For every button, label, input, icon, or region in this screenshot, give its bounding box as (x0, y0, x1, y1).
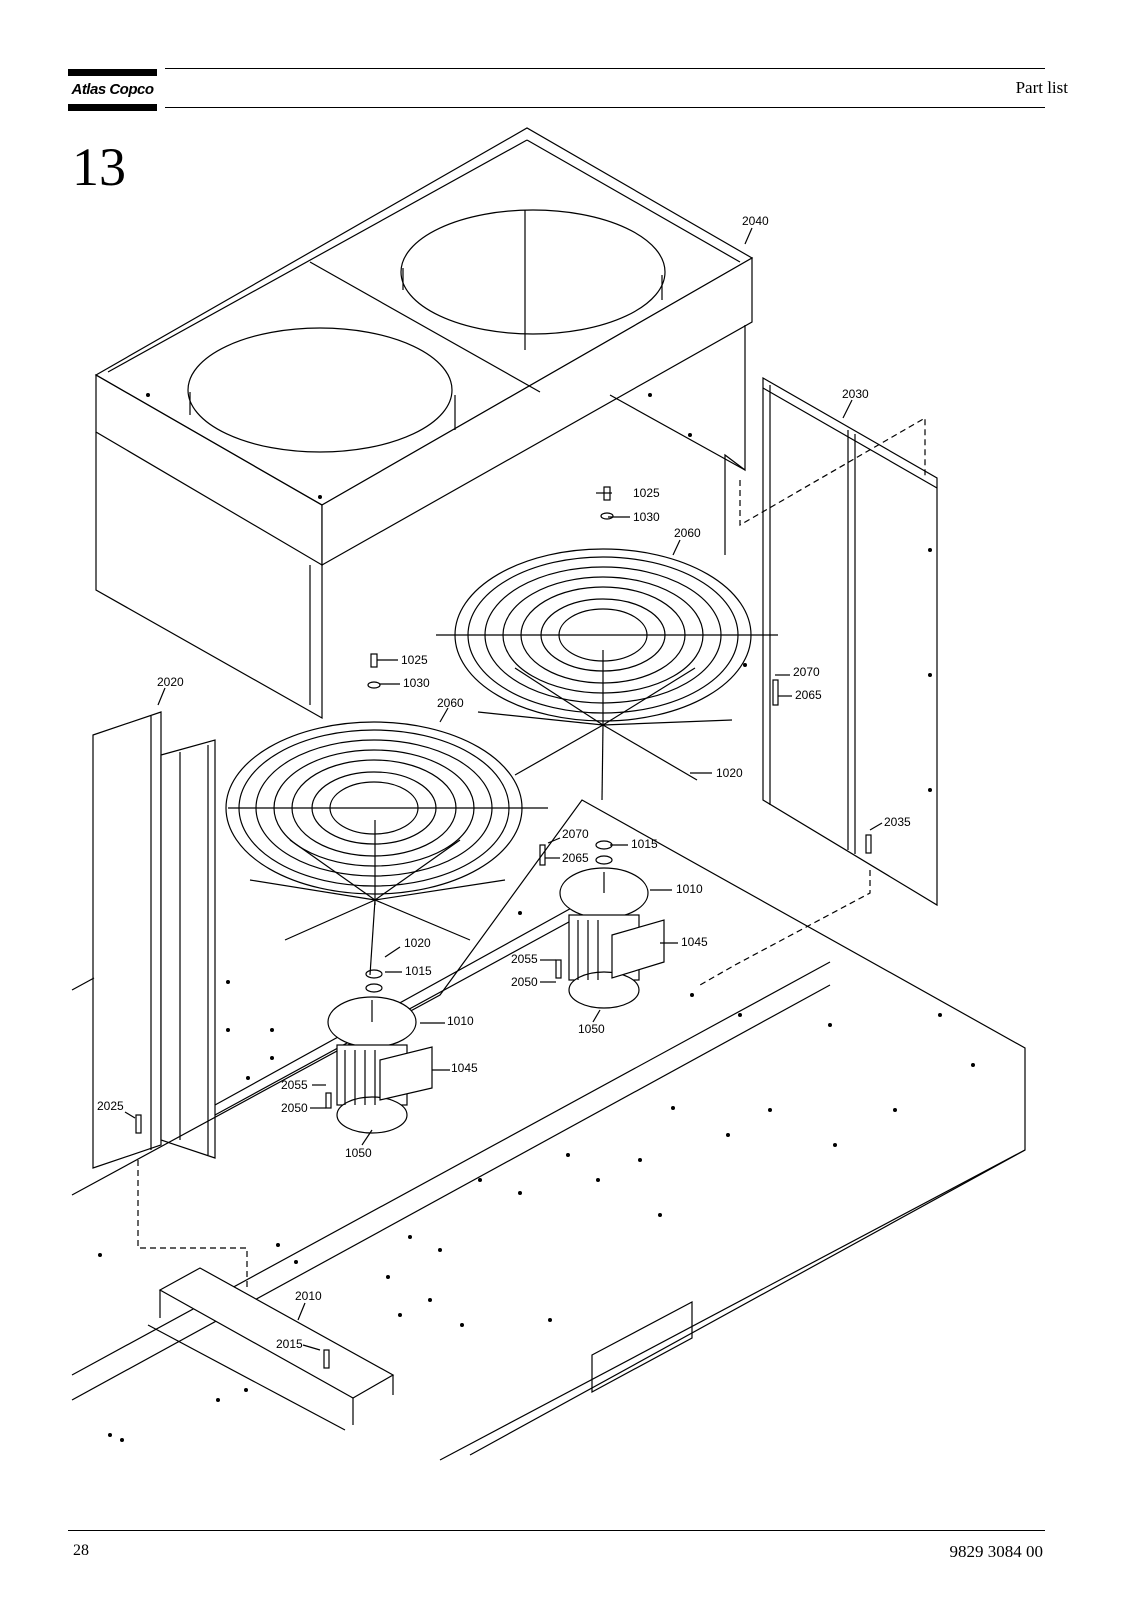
header-rule-top (165, 68, 1045, 69)
logo-bar-top (68, 69, 157, 76)
mounting-holes (98, 393, 975, 1442)
fan-guard-right (436, 548, 778, 722)
label-1050-right: 1050 (578, 1022, 605, 1036)
leader-lines (124, 227, 883, 1351)
page-number: 28 (73, 1542, 89, 1559)
label-2070-right: 2070 (793, 665, 820, 679)
base-bracket (137, 870, 871, 1431)
label-2055-right: 2055 (511, 952, 538, 966)
right-side-panel (739, 376, 938, 907)
document-number: 9829 3084 00 (949, 1542, 1044, 1561)
logo-bar-bottom (68, 104, 157, 111)
header-title: Part list (1015, 78, 1068, 97)
fan-blades-right (477, 650, 733, 801)
section-number: 13 (72, 137, 126, 197)
label-1015-left: 1015 (405, 964, 432, 978)
label-2020: 2020 (157, 675, 184, 689)
label-1015-right: 1015 (631, 837, 658, 851)
label-1020-left: 1020 (404, 936, 431, 950)
label-2070-left: 2070 (562, 827, 589, 841)
label-2065-left: 2065 (562, 851, 589, 865)
label-2050-right: 2050 (511, 975, 538, 989)
part-labels: 2040 2030 2020 2025 2035 2010 2015 1025 … (97, 214, 911, 1351)
label-2025: 2025 (97, 1099, 124, 1113)
label-2010: 2010 (295, 1289, 322, 1303)
footer-rule (68, 1530, 1045, 1531)
label-2050-left: 2050 (281, 1101, 308, 1115)
label-1030-right: 1030 (633, 510, 660, 524)
label-1045-right: 1045 (681, 935, 708, 949)
label-1025-left: 1025 (401, 653, 428, 667)
left-side-panels (92, 711, 216, 1169)
label-2035: 2035 (884, 815, 911, 829)
exploded-view-drawing: 2040 2030 2020 2025 2035 2010 2015 1025 … (71, 127, 1026, 1461)
label-2040: 2040 (742, 214, 769, 228)
motor-right (559, 867, 665, 1009)
label-2055-left: 2055 (281, 1078, 308, 1092)
label-1050-left: 1050 (345, 1146, 372, 1160)
fan-housing (94, 127, 754, 720)
label-2065-right: 2065 (795, 688, 822, 702)
fan-blades-left (249, 820, 506, 976)
label-2015: 2015 (276, 1337, 303, 1351)
label-1020-right: 1020 (716, 766, 743, 780)
label-2060-left: 2060 (437, 696, 464, 710)
atlas-copco-logo: Atlas Copco (68, 69, 157, 111)
label-1025-right: 1025 (633, 486, 660, 500)
label-1010-right: 1010 (676, 882, 703, 896)
header-rule-bottom (165, 107, 1045, 108)
label-2060-right: 2060 (674, 526, 701, 540)
motor-left (327, 996, 433, 1134)
logo-wordmark: Atlas Copco (71, 81, 154, 98)
hardware (135, 486, 872, 1369)
label-2030: 2030 (842, 387, 869, 401)
label-1030-left: 1030 (403, 676, 430, 690)
label-1010-left: 1010 (447, 1014, 474, 1028)
label-1045-left: 1045 (451, 1061, 478, 1075)
fan-guard-left (225, 721, 548, 895)
